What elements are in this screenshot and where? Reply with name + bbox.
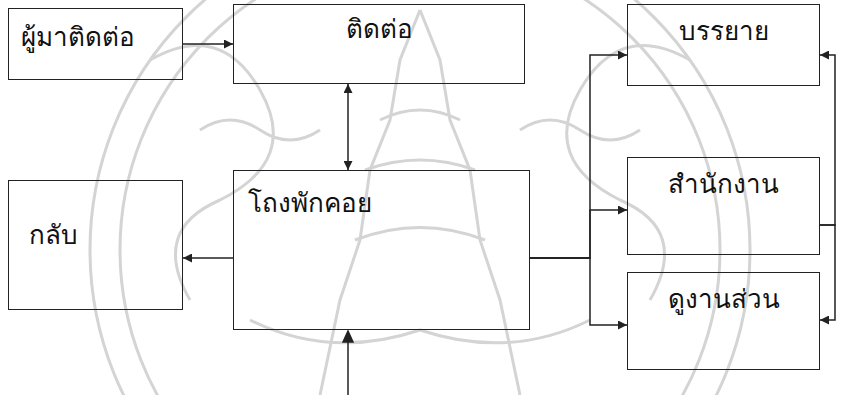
arrow-head: [343, 331, 353, 342]
process-box: สำนักงาน: [627, 157, 820, 255]
process-box: ติดต่อ: [233, 4, 525, 84]
flow-arrow: [530, 55, 627, 258]
process-box: โถงพักคอย: [233, 170, 530, 330]
source-box: ผู้มาติดต่อ: [8, 8, 183, 80]
flow-arrow: [183, 43, 233, 45]
box-label: กลับ: [29, 219, 78, 253]
seal-ring: [90, 0, 750, 395]
seal-ornament: [355, 110, 485, 240]
box-label: ติดต่อ: [346, 13, 413, 47]
flow-arrow: [820, 55, 835, 225]
flow-arrow: [530, 210, 627, 258]
box-label: สำนักงาน: [668, 168, 779, 202]
flow-arrow: [530, 258, 627, 325]
flow-arrow: [347, 84, 349, 170]
flow-arrow: [820, 225, 835, 320]
process-box: กลับ: [8, 180, 183, 310]
seal-ornament: [250, 320, 590, 343]
box-label: บรรยาย: [679, 15, 769, 49]
incoming-line: [347, 340, 349, 395]
seal-ornament: [200, 120, 640, 140]
flow-arrow: [183, 257, 233, 259]
seal-ornament: [420, 10, 520, 395]
process-box: ดูงานส่วน: [627, 272, 820, 370]
seal-ring: [120, 0, 720, 395]
process-box: บรรยาย: [627, 4, 820, 86]
box-label: โถงพักคอย: [248, 187, 372, 221]
box-label: ดูงานส่วน: [668, 283, 780, 317]
box-label: ผู้มาติดต่อ: [21, 21, 135, 55]
